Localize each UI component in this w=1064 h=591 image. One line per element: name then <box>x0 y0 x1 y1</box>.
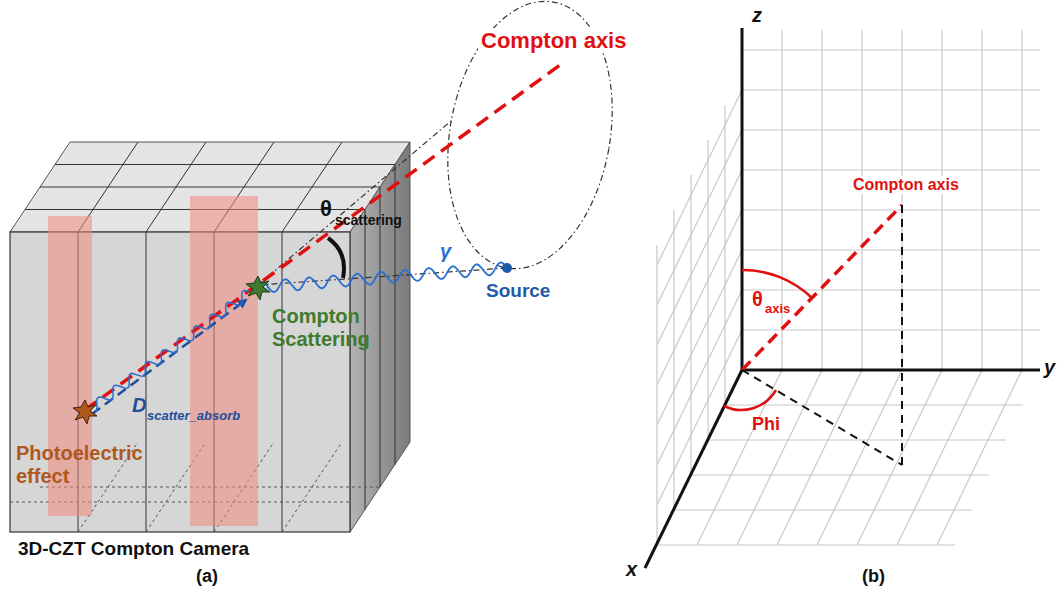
angle-arc <box>328 238 344 278</box>
grid-line <box>146 232 147 532</box>
phi-arc <box>724 390 776 410</box>
grid-line <box>690 175 691 475</box>
grid-line <box>657 290 742 465</box>
pixel-column <box>190 196 258 526</box>
grid-line <box>282 142 342 232</box>
compton-axis-line <box>742 205 902 370</box>
gamma-ray <box>95 291 250 412</box>
grid-line <box>40 187 380 188</box>
axis-label: Compton axis <box>478 28 629 53</box>
grid-line <box>708 439 1006 440</box>
panel-label: (a) <box>196 566 218 587</box>
grid-line <box>861 30 862 370</box>
grid-line <box>725 404 1023 405</box>
grid-line <box>737 370 822 545</box>
projection-line <box>901 205 903 465</box>
grid-line <box>724 105 725 405</box>
grid-line <box>821 30 822 370</box>
grid-line <box>657 90 742 265</box>
axis-name: y <box>1044 356 1055 379</box>
grid-line <box>742 89 1040 90</box>
distance-label: D <box>132 394 146 417</box>
grid-line <box>691 474 989 475</box>
angle-label: Phi <box>752 414 780 435</box>
camera-label: 3D-CZT Compton Camera <box>18 538 249 560</box>
grid-line <box>742 329 1040 330</box>
axis-name: z <box>752 4 762 27</box>
grid-line <box>657 170 742 345</box>
axes <box>645 28 1040 568</box>
ray-label: γ <box>440 240 451 263</box>
distance-subscript: scatter_absorb <box>147 409 240 424</box>
grid-line <box>857 370 942 545</box>
angle-subscript: scattering <box>335 212 402 228</box>
grid-line <box>742 209 1040 210</box>
scatter-burst <box>246 276 270 300</box>
grid-line <box>742 129 1040 130</box>
grid-line <box>897 370 982 545</box>
grid-line <box>742 289 1040 290</box>
grid-line <box>742 49 1040 50</box>
compton-cone <box>258 0 632 285</box>
czt-cube <box>10 142 410 532</box>
grid-line <box>742 169 1040 170</box>
grid-line <box>981 30 982 370</box>
grid-line <box>656 245 657 545</box>
absorb-burst <box>73 400 97 424</box>
grid-line <box>657 544 955 545</box>
event-label: Compton Scattering <box>272 305 390 351</box>
grid-line <box>395 165 396 465</box>
grid-line <box>657 330 742 505</box>
compton-axis-line <box>85 65 560 410</box>
grid-line <box>781 30 782 370</box>
axis-label: Compton axis <box>850 176 962 194</box>
grid-line <box>941 30 942 370</box>
grid-line <box>657 130 742 305</box>
source-dot <box>502 263 512 273</box>
panel-label: (b) <box>862 566 885 587</box>
grid-line <box>707 140 708 440</box>
event-label: Photoelectric effect <box>16 442 156 488</box>
axis-name: x <box>626 558 637 581</box>
source-label: Source <box>486 280 550 302</box>
grid-line <box>742 249 1040 250</box>
gamma-ray <box>263 263 507 293</box>
grid-line <box>55 164 395 165</box>
grid-line <box>937 370 1022 545</box>
grid-line <box>1021 30 1022 370</box>
grid-line <box>674 509 972 510</box>
projection-line <box>742 370 902 465</box>
coordinate-grid <box>657 30 1040 545</box>
angle-subscript: axis <box>765 302 790 317</box>
grid-line <box>365 210 366 510</box>
angle-symbol: θ <box>752 288 763 311</box>
grid-line <box>777 370 862 545</box>
grid-line <box>673 210 674 510</box>
grid-line <box>657 210 742 385</box>
angle-symbol: θ <box>320 196 332 221</box>
grid-line <box>380 187 381 487</box>
